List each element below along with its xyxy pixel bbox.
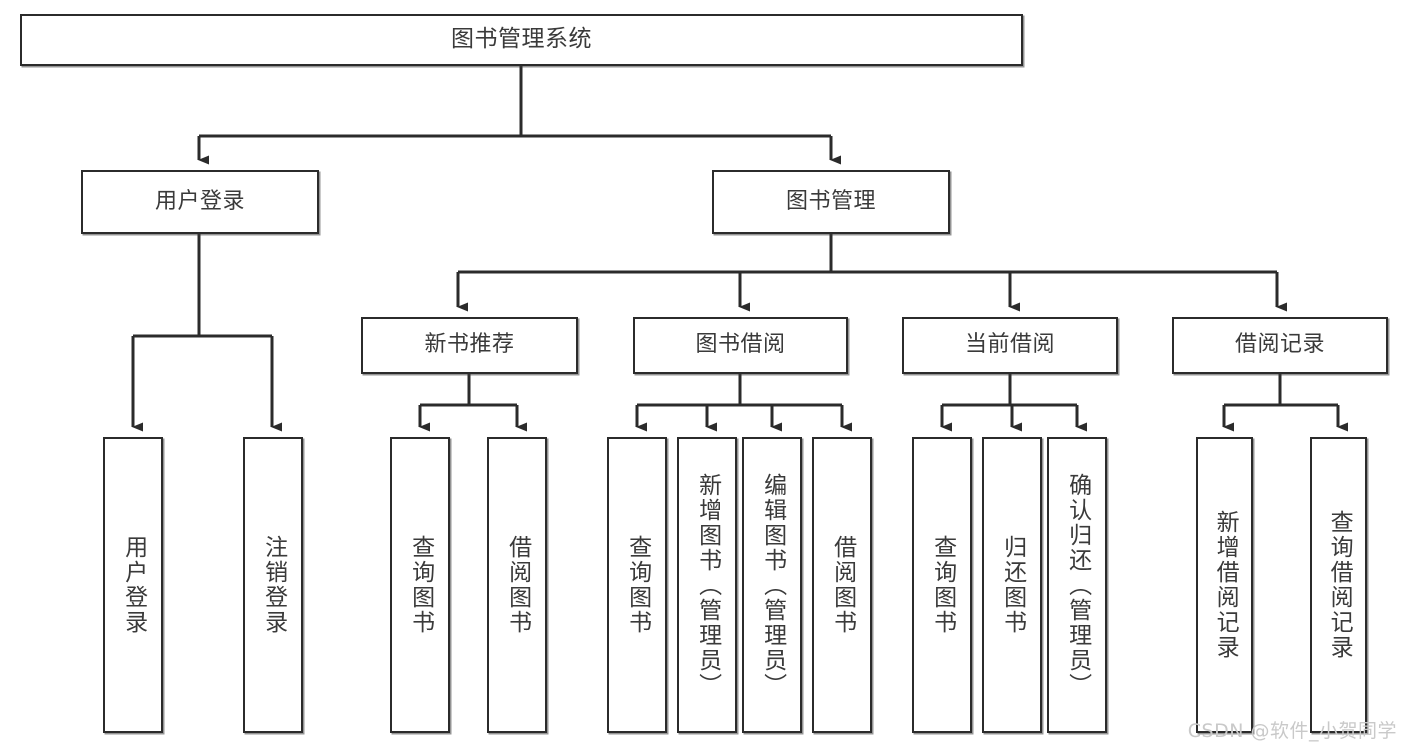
node-borrow-record[interactable]: 借阅记录 — [1172, 317, 1388, 374]
node-leaf-borrow-book-label: 借阅图书 — [829, 535, 856, 635]
node-book-borrow[interactable]: 图书借阅 — [633, 317, 848, 374]
node-leaf-edit-book-admin[interactable]: 编辑图书（管理员） — [742, 437, 802, 733]
node-leaf-borrow-book-rec-label: 借阅图书 — [504, 535, 531, 635]
node-root-label: 图书管理系统 — [451, 26, 592, 53]
node-book-manage-label: 图书管理 — [785, 188, 876, 214]
node-leaf-add-borrow-record-label: 新增借阅记录 — [1212, 510, 1239, 660]
node-leaf-borrow-book[interactable]: 借阅图书 — [812, 437, 872, 733]
node-leaf-add-borrow-record[interactable]: 新增借阅记录 — [1196, 437, 1253, 733]
node-leaf-query-book-rec[interactable]: 查询图书 — [390, 437, 450, 733]
node-current-borrow[interactable]: 当前借阅 — [902, 317, 1118, 374]
node-current-borrow-label: 当前借阅 — [964, 332, 1055, 358]
node-leaf-query-book-rec-label: 查询图书 — [407, 535, 434, 635]
node-user-login-label: 用户登录 — [154, 188, 245, 214]
node-leaf-query-book-current-label: 查询图书 — [929, 535, 956, 635]
node-leaf-user-login[interactable]: 用户登录 — [103, 437, 163, 733]
node-leaf-edit-book-admin-label: 编辑图书（管理员） — [759, 472, 786, 698]
node-book-borrow-label: 图书借阅 — [695, 332, 786, 358]
node-leaf-add-book-admin-label: 新增图书（管理员） — [694, 472, 721, 698]
node-user-login[interactable]: 用户登录 — [81, 170, 319, 234]
node-leaf-user-login-label: 用户登录 — [120, 535, 147, 635]
node-leaf-query-borrow-record[interactable]: 查询借阅记录 — [1310, 437, 1367, 733]
node-new-book-recommend-label: 新书推荐 — [424, 332, 515, 358]
node-leaf-query-book-borrow[interactable]: 查询图书 — [607, 437, 667, 733]
node-leaf-return-book-label: 归还图书 — [999, 535, 1026, 635]
node-leaf-confirm-return-admin[interactable]: 确认归还（管理员） — [1047, 437, 1107, 733]
node-new-book-recommend[interactable]: 新书推荐 — [361, 317, 578, 374]
node-leaf-logout[interactable]: 注销登录 — [243, 437, 303, 733]
node-leaf-query-book-current[interactable]: 查询图书 — [912, 437, 972, 733]
node-root[interactable]: 图书管理系统 — [20, 14, 1023, 66]
node-book-manage[interactable]: 图书管理 — [712, 170, 950, 234]
watermark: CSDN @软件_小贺同学 — [1187, 720, 1397, 742]
node-borrow-record-label: 借阅记录 — [1234, 332, 1325, 358]
node-leaf-confirm-return-admin-label: 确认归还（管理员） — [1064, 472, 1091, 698]
node-leaf-return-book[interactable]: 归还图书 — [982, 437, 1042, 733]
node-leaf-logout-label: 注销登录 — [260, 535, 287, 635]
node-leaf-query-borrow-record-label: 查询借阅记录 — [1326, 510, 1353, 660]
node-leaf-query-book-borrow-label: 查询图书 — [624, 535, 651, 635]
node-leaf-borrow-book-rec[interactable]: 借阅图书 — [487, 437, 547, 733]
node-leaf-add-book-admin[interactable]: 新增图书（管理员） — [677, 437, 737, 733]
